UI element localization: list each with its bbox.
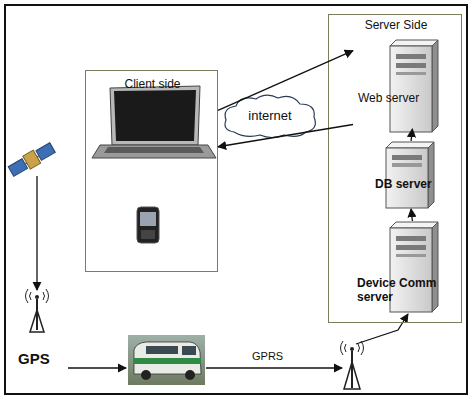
gps-label: GPS xyxy=(18,350,50,367)
server-side-box: Server SideWeb server DB serverDevice Com… xyxy=(328,14,462,323)
node-label: Device Comm server xyxy=(357,276,441,304)
internet-cloud: internet xyxy=(220,92,320,140)
gprs-label: GPRS xyxy=(252,350,283,362)
web-server-node: Web server xyxy=(353,39,443,129)
node-label: Server Side xyxy=(329,18,463,32)
signal-line xyxy=(206,367,342,368)
node-label: Web server xyxy=(358,91,438,105)
connector-arrow xyxy=(218,125,353,147)
signal-line xyxy=(356,314,408,344)
connector-arrow xyxy=(218,51,353,111)
signal-line xyxy=(68,367,126,368)
db-server-tower xyxy=(386,142,434,208)
node-label: internet xyxy=(248,109,291,123)
node-label: Client side xyxy=(86,77,219,91)
phone-illustration xyxy=(137,207,159,243)
db-server-node: DB server xyxy=(353,141,441,209)
device-comm-server-tower xyxy=(390,222,438,312)
signal-line xyxy=(36,176,37,290)
node-label: DB server xyxy=(375,177,441,191)
connector-arrow xyxy=(411,209,412,221)
cloud-outline xyxy=(225,95,315,137)
connector-arrow xyxy=(411,129,412,141)
satellite-illustration xyxy=(7,141,56,178)
client-side-box: Client side xyxy=(85,70,218,272)
device-comm-server-node: Device Comm server xyxy=(353,221,443,313)
van-illustration xyxy=(128,335,205,385)
gprs-antenna xyxy=(341,341,364,389)
laptop-illustration xyxy=(92,86,216,158)
gps-antenna xyxy=(26,289,49,332)
web-server-tower xyxy=(390,40,438,132)
